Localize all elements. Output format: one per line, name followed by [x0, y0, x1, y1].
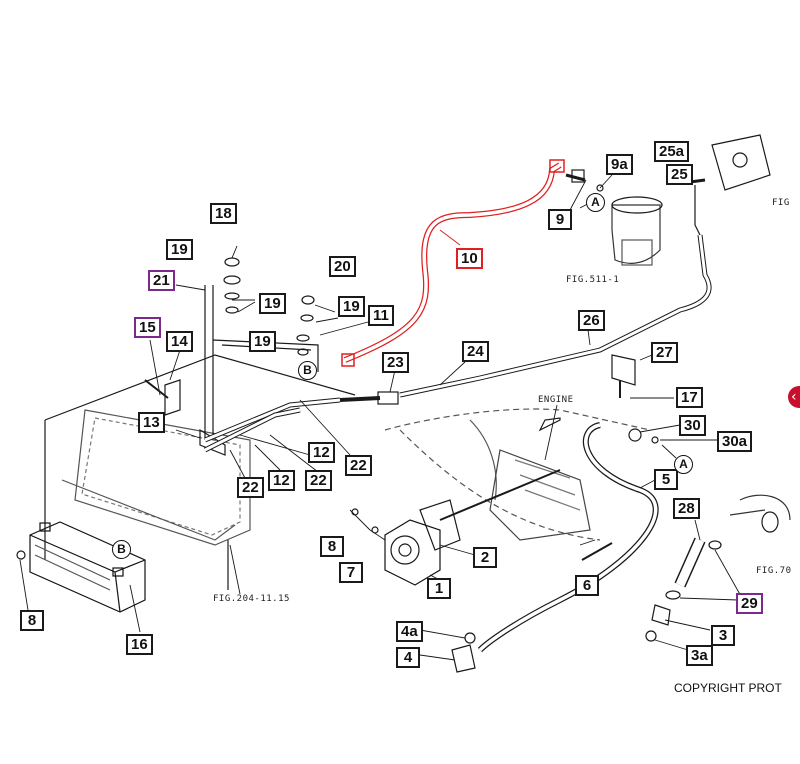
figure-ref-511: FIG.511-1: [566, 275, 620, 285]
callout-19[interactable]: 19: [259, 293, 286, 314]
figure-ref-70: FIG.70: [756, 566, 792, 576]
callout-20[interactable]: 20: [329, 256, 356, 277]
callout-11[interactable]: 11: [368, 305, 394, 326]
callout-8[interactable]: 8: [20, 610, 44, 631]
callout-28[interactable]: 28: [673, 498, 700, 519]
callout-22[interactable]: 22: [305, 470, 332, 491]
callout-12[interactable]: 12: [268, 470, 295, 491]
callout-21[interactable]: 21: [148, 270, 175, 291]
callout-6[interactable]: 6: [575, 575, 599, 596]
callout-24[interactable]: 24: [462, 341, 489, 362]
callout-3a[interactable]: 3a: [686, 645, 713, 666]
callout-26[interactable]: 26: [578, 310, 605, 331]
callout-3[interactable]: 3: [711, 625, 735, 646]
next-arrow-button[interactable]: ‹: [788, 386, 800, 408]
callout-8[interactable]: 8: [320, 536, 344, 557]
chevron-left-icon: ‹: [791, 389, 797, 405]
callout-12[interactable]: 12: [308, 442, 335, 463]
callout-22[interactable]: 22: [237, 477, 264, 498]
callout-23[interactable]: 23: [382, 352, 409, 373]
callout-4a[interactable]: 4a: [396, 621, 423, 642]
callout-4[interactable]: 4: [396, 647, 420, 668]
engine-label: ENGINE: [538, 395, 574, 405]
callout-30a[interactable]: 30a: [717, 431, 753, 452]
callout-7[interactable]: 7: [339, 562, 363, 583]
callout-25a[interactable]: 25a: [654, 141, 690, 162]
callout-16[interactable]: 16: [126, 634, 153, 655]
callout-10[interactable]: 10: [456, 248, 483, 269]
callout-19[interactable]: 19: [249, 331, 276, 352]
callout-17[interactable]: 17: [676, 387, 703, 408]
reference-a: A: [674, 455, 693, 474]
callout-5[interactable]: 5: [654, 469, 678, 490]
callout-25[interactable]: 25: [666, 164, 693, 185]
callout-13[interactable]: 13: [138, 412, 165, 433]
reference-a: A: [586, 193, 605, 212]
callout-15[interactable]: 15: [134, 317, 161, 338]
callout-27[interactable]: 27: [651, 342, 678, 363]
callout-30[interactable]: 30: [679, 415, 706, 436]
callout-9[interactable]: 9: [548, 209, 572, 230]
reference-b: B: [112, 540, 131, 559]
figure-ref-right: FIG: [772, 198, 790, 208]
callout-1[interactable]: 1: [427, 578, 451, 599]
callout-19[interactable]: 19: [166, 239, 193, 260]
callout-14[interactable]: 14: [166, 331, 193, 352]
reference-b: B: [298, 361, 317, 380]
figure-ref-204: FIG.204-11.15: [213, 594, 290, 604]
callout-2[interactable]: 2: [473, 547, 497, 568]
callout-22[interactable]: 22: [345, 455, 372, 476]
callout-29[interactable]: 29: [736, 593, 763, 614]
copyright-text: COPYRIGHT PROT: [674, 681, 782, 695]
callout-18[interactable]: 18: [210, 203, 237, 224]
callout-9a[interactable]: 9a: [606, 154, 633, 175]
callout-19[interactable]: 19: [338, 296, 365, 317]
